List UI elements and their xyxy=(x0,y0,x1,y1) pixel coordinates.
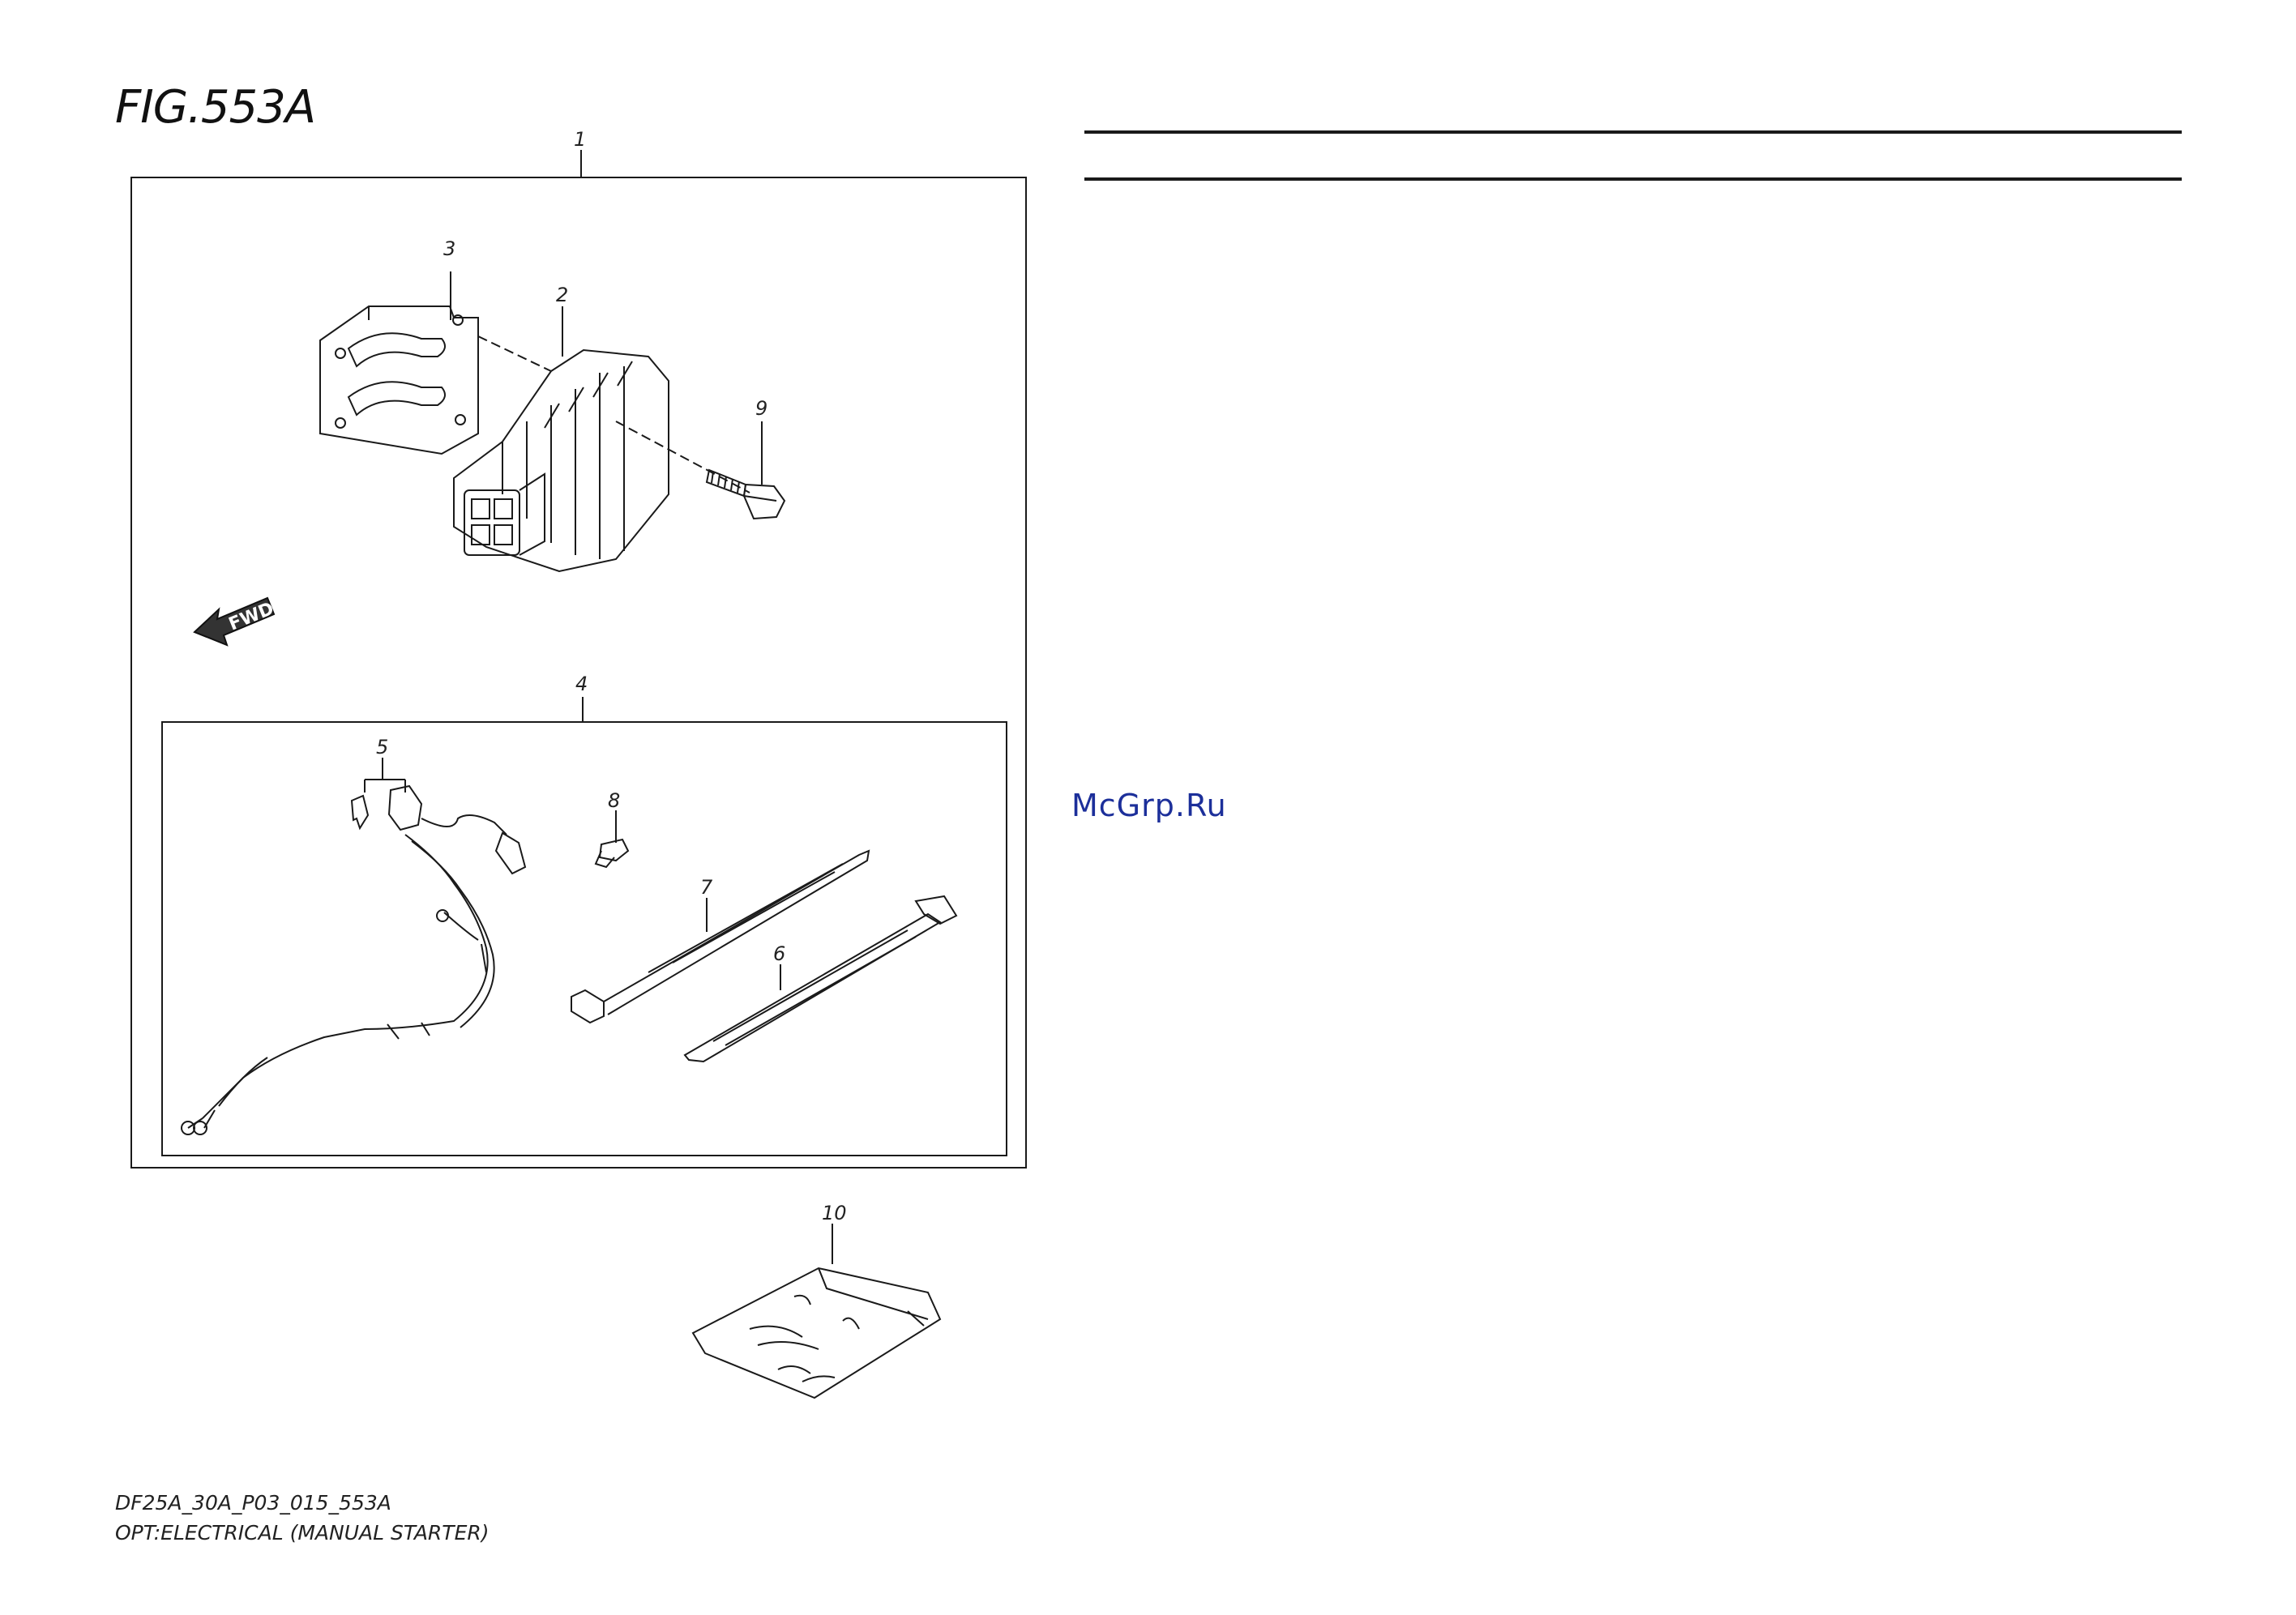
callout-6: 6 xyxy=(773,942,785,965)
assembly-dashline-9 xyxy=(616,421,750,493)
regulator-part-2 xyxy=(454,350,669,571)
screw-part-8 xyxy=(596,840,628,867)
assembly-dashline-3 xyxy=(478,336,551,371)
figure-description: OPT:ELECTRICAL (MANUAL STARTER) xyxy=(115,1521,490,1545)
callout-1: 1 xyxy=(574,128,586,151)
callout-5: 5 xyxy=(376,736,388,758)
callout-9: 9 xyxy=(755,397,767,420)
wiring-harness-part-5 xyxy=(182,786,525,1134)
callout-4: 4 xyxy=(575,673,588,695)
cable-tie-part-6 xyxy=(685,896,956,1062)
callout-2: 2 xyxy=(556,284,568,306)
callout-10: 10 xyxy=(822,1202,847,1224)
callout-7: 7 xyxy=(700,876,713,899)
bracket-part-3 xyxy=(320,306,478,454)
callout-3: 3 xyxy=(443,237,455,260)
callout-labels: 1 2 3 4 5 6 7 8 9 10 xyxy=(376,128,847,1224)
cable-tie-part-7 xyxy=(571,851,869,1023)
callout-8: 8 xyxy=(608,789,620,812)
parts-bag-part-10 xyxy=(693,1268,940,1398)
harness-kit-box-part-4 xyxy=(162,722,1007,1156)
bolt-part-9 xyxy=(707,470,785,519)
figure-code: DF25A_30A_P03_015_553A xyxy=(115,1491,391,1515)
figure-title: FIG.553A xyxy=(115,81,315,134)
watermark-text: McGrp.Ru xyxy=(1071,788,1227,823)
